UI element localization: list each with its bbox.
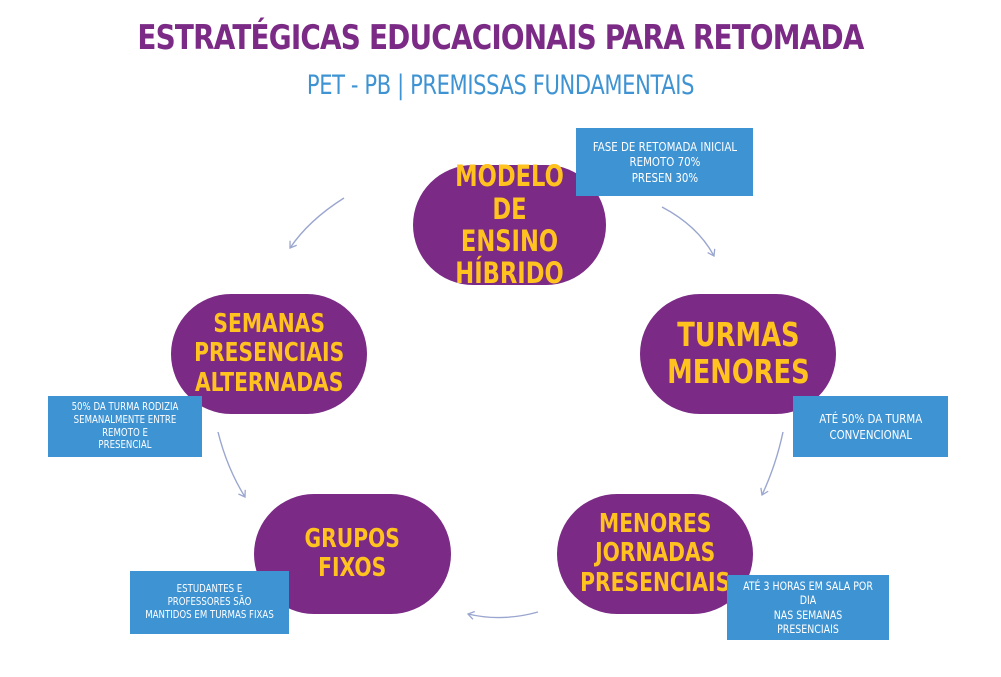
node-modelo-ensino-hibrido: MODELO DE ENSINO HÍBRIDO xyxy=(413,160,606,290)
arrow-jornadas-to-grupos xyxy=(466,610,539,620)
node-menores-jornadas-presenciais: MENORES JORNADAS PRESENCIAIS xyxy=(557,494,753,614)
node-modelo-ensino-hibrido-label: MODELO DE ENSINO HÍBRIDO xyxy=(455,159,564,291)
node-turmas-menores: TURMAS MENORES xyxy=(640,294,836,414)
note-grupos-fixos: ESTUDANTES E PROFESSORES SÃO MANTIDOS EM… xyxy=(130,571,289,634)
page-subtitle: PET - PB | PREMISSAS FUNDAMENTAIS xyxy=(306,70,695,101)
arrow-turmas-to-jornadas xyxy=(760,431,784,497)
node-turmas-menores-label: TURMAS MENORES xyxy=(666,315,810,391)
arrow-hibrido-to-turmas xyxy=(661,206,716,258)
note-menores-jornadas-presenciais: ATÉ 3 HORAS EM SALA POR DIA NAS SEMANAS … xyxy=(727,575,889,640)
note-semanas-presenciais-alternadas-text: 50% DA TURMA RODIZIA SEMANALMENTE ENTRE … xyxy=(71,400,179,452)
node-semanas-presenciais-alternadas-label: SEMANAS PRESENCIAIS ALTERNADAS xyxy=(193,309,345,398)
node-semanas-presenciais-alternadas: SEMANAS PRESENCIAIS ALTERNADAS xyxy=(171,294,367,414)
note-modelo-ensino-hibrido-text: FASE DE RETOMADA INICIAL REMOTO 70% PRES… xyxy=(592,139,737,185)
node-grupos-fixos-label: GRUPOS FIXOS xyxy=(304,523,401,583)
node-grupos-fixos: GRUPOS FIXOS xyxy=(254,494,451,614)
page-title: ESTRATÉGICAS EDUCACIONAIS PARA RETOMADA xyxy=(137,18,864,58)
note-menores-jornadas-presenciais-text: ATÉ 3 HORAS EM SALA POR DIA NAS SEMANAS … xyxy=(743,579,873,636)
node-menores-jornadas-presenciais-label: MENORES JORNADAS PRESENCIAIS xyxy=(579,509,731,598)
note-grupos-fixos-text: ESTUDANTES E PROFESSORES SÃO MANTIDOS EM… xyxy=(145,583,274,621)
note-turmas-menores-text: ATÉ 50% DA TURMA CONVENCIONAL xyxy=(819,411,922,442)
note-turmas-menores: ATÉ 50% DA TURMA CONVENCIONAL xyxy=(793,396,948,457)
arrow-grupos-to-semanas xyxy=(217,431,246,498)
note-semanas-presenciais-alternadas: 50% DA TURMA RODIZIA SEMANALMENTE ENTRE … xyxy=(48,396,202,457)
note-modelo-ensino-hibrido: FASE DE RETOMADA INICIAL REMOTO 70% PRES… xyxy=(576,128,753,196)
arrow-semanas-to-hibrido xyxy=(289,197,345,249)
